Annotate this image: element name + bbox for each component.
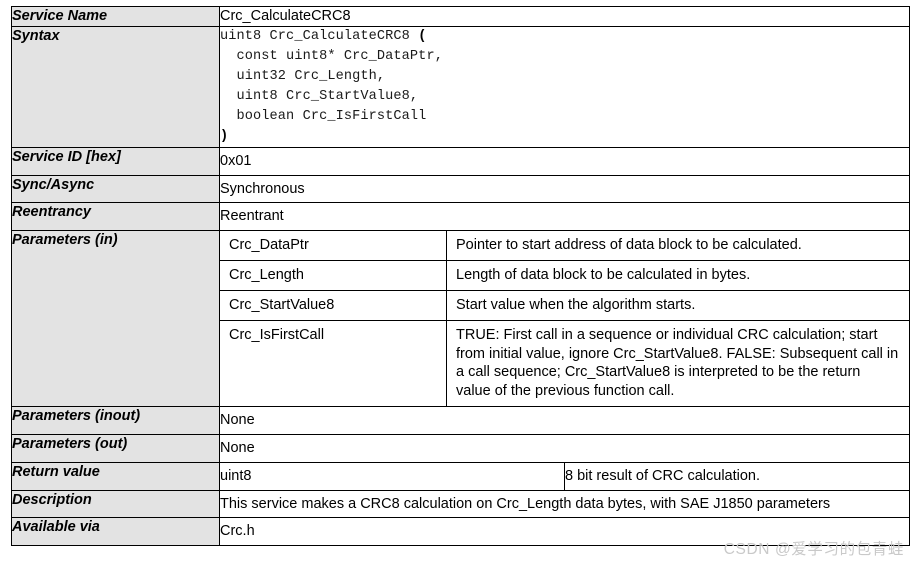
row-label-reentrancy: Reentrancy — [11, 202, 220, 232]
row-value-reentrancy: Reentrant — [219, 202, 910, 232]
row-label-sync-async: Sync/Async — [11, 174, 220, 204]
table-row-parameters-out: Parameters (out) None — [11, 433, 910, 463]
table-row-available-via: Available via Crc.h — [11, 517, 910, 547]
row-value-service-name: Crc_CalculateCRC8 — [219, 6, 910, 27]
syntax-close-paren: ) — [220, 128, 229, 144]
return-value-type: uint8 — [219, 461, 565, 491]
row-label-parameters-in: Parameters (in) — [11, 230, 220, 408]
row-value-sync-async: Synchronous — [219, 174, 910, 204]
parameter-row: Crc_StartValue8 Start value when the alg… — [220, 290, 909, 321]
row-label-description: Description — [11, 489, 220, 519]
return-value-description: 8 bit result of CRC calculation. — [564, 461, 910, 491]
parameter-description: Length of data block to be calculated in… — [446, 260, 909, 291]
table-row-description: Description This service makes a CRC8 ca… — [11, 489, 910, 519]
row-value-available-via: Crc.h — [219, 517, 910, 547]
row-label-service-name: Service Name — [11, 6, 220, 27]
row-value-parameters-inout: None — [219, 406, 910, 435]
syntax-line-2-param: const uint8* Crc_DataPtr, — [220, 48, 443, 64]
row-label-syntax: Syntax — [11, 25, 220, 148]
parameter-row: Crc_IsFirstCall TRUE: First call in a se… — [220, 320, 909, 407]
row-value-syntax: uint8 Crc_CalculateCRC8 ( const uint8* C… — [219, 25, 910, 148]
parameter-name: Crc_StartValue8 — [220, 290, 447, 321]
row-label-return-value: Return value — [11, 461, 220, 491]
row-value-description: This service makes a CRC8 calculation on… — [219, 489, 910, 519]
syntax-line-4-param: uint8 Crc_StartValue8, — [220, 88, 419, 104]
parameter-description: Pointer to start address of data block t… — [446, 231, 909, 262]
table-row-parameters-in: Parameters (in) Crc_DataPtr Pointer to s… — [11, 230, 910, 408]
parameter-row: Crc_DataPtr Pointer to start address of … — [220, 231, 909, 262]
parameters-in-table: Crc_DataPtr Pointer to start address of … — [220, 231, 909, 407]
table-row-syntax: Syntax uint8 Crc_CalculateCRC8 ( const u… — [11, 25, 910, 148]
row-label-parameters-inout: Parameters (inout) — [11, 406, 220, 435]
row-value-parameters-out: None — [219, 433, 910, 463]
parameter-description: TRUE: First call in a sequence or indivi… — [456, 326, 899, 400]
row-label-service-id: Service ID [hex] — [11, 146, 220, 176]
csdn-watermark: CSDN @爱学习的包青蛙 — [723, 541, 904, 558]
table-row-service-id: Service ID [hex] 0x01 — [11, 146, 910, 176]
table-row-service-name: Service Name Crc_CalculateCRC8 — [11, 6, 910, 27]
row-value-parameters-in: Crc_DataPtr Pointer to start address of … — [219, 230, 910, 408]
service-specification-table: Service Name Crc_CalculateCRC8 Syntax ui… — [11, 6, 910, 547]
row-label-parameters-out: Parameters (out) — [11, 433, 220, 463]
syntax-line-3-param: uint32 Crc_Length, — [220, 68, 386, 84]
parameter-row: Crc_Length Length of data block to be ca… — [220, 260, 909, 291]
parameter-name: Crc_IsFirstCall — [220, 320, 447, 407]
parameter-description: Start value when the algorithm starts. — [446, 290, 909, 321]
syntax-line-1-signature: uint8 Crc_CalculateCRC8 — [220, 28, 419, 44]
row-value-service-id: 0x01 — [219, 146, 910, 176]
table-row-parameters-inout: Parameters (inout) None — [11, 406, 910, 435]
parameter-name: Crc_DataPtr — [220, 231, 447, 262]
syntax-code-block: uint8 Crc_CalculateCRC8 ( const uint8* C… — [220, 27, 909, 147]
row-label-available-via: Available via — [11, 517, 220, 547]
parameter-name: Crc_Length — [220, 260, 447, 291]
table-row-sync-async: Sync/Async Synchronous — [11, 174, 910, 204]
syntax-open-paren: ( — [418, 28, 427, 44]
table-row-reentrancy: Reentrancy Reentrant — [11, 202, 910, 232]
table-row-return-value: Return value uint8 8 bit result of CRC c… — [11, 461, 910, 491]
syntax-line-5-param: boolean Crc_IsFirstCall — [220, 108, 427, 124]
